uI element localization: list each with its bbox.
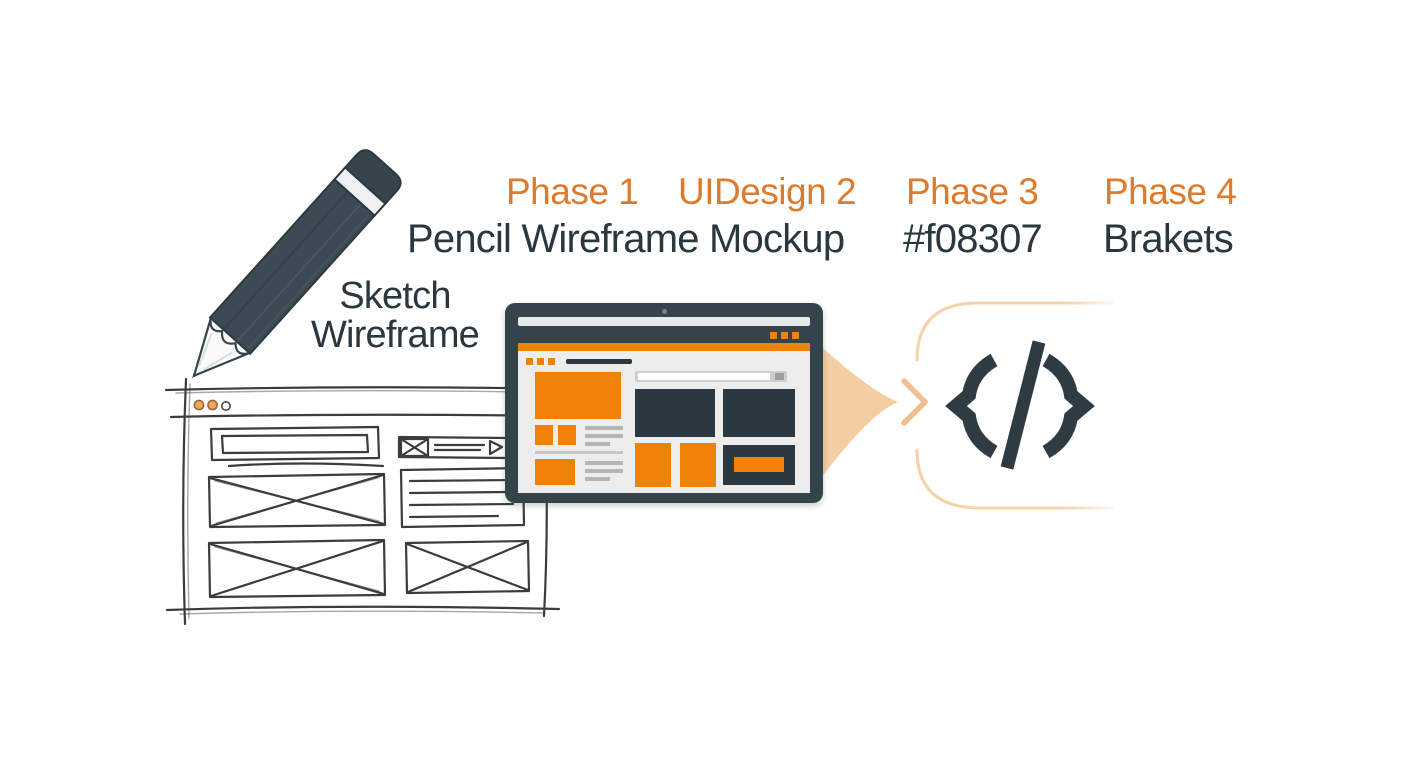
flow-arrow-icon — [812, 338, 928, 490]
mockup-text-line — [585, 469, 623, 473]
sketch-wireframe-label: Sketch Wireframe — [298, 277, 492, 355]
code-brackets-icon — [945, 340, 1095, 470]
mockup-window-dot — [792, 332, 799, 339]
sketch-label-line1: Sketch — [339, 275, 451, 317]
mockup-text-line — [585, 477, 610, 481]
mockup-text-line — [585, 461, 623, 465]
phase-3-heading: Phase 3 — [906, 171, 1039, 212]
mockup-nav-dot — [537, 358, 544, 365]
mockup-content — [518, 351, 810, 493]
mockup-address-bar — [518, 317, 810, 326]
mockup-nav-dot — [526, 358, 533, 365]
camera-dot-icon — [662, 309, 667, 314]
mockup-search-field — [638, 373, 770, 380]
mockup-card — [635, 443, 671, 487]
pencil-icon — [192, 149, 402, 378]
mockup-search-bar — [635, 371, 787, 382]
mockup-footer-block — [723, 445, 795, 485]
phase-1-heading: Phase 1 — [506, 171, 639, 212]
mockup-thumb — [558, 425, 576, 445]
mockup-search-button — [775, 373, 784, 380]
phase-2-heading: UIDesign 2 — [678, 171, 857, 212]
sketch-wireframe-illustration — [164, 377, 567, 626]
mockup-text-line — [585, 426, 623, 430]
mockup-card — [680, 443, 716, 487]
browser-mockup-illustration — [505, 303, 823, 503]
mockup-header-bar — [518, 343, 810, 351]
subtitle-brakets: Brakets — [1103, 217, 1234, 261]
mockup-hero-block — [535, 372, 621, 419]
mockup-image-block — [535, 459, 575, 485]
mockup-media-block — [635, 389, 715, 437]
mockup-text-line — [585, 442, 610, 446]
subtitle-pencil-wireframe-mockup: Pencil Wireframe Mockup — [407, 217, 845, 261]
subtitle-hex-color: #f08307 — [903, 217, 1043, 261]
mockup-text-line — [585, 434, 623, 438]
mockup-media-block — [723, 389, 795, 437]
mockup-thumb — [535, 425, 553, 445]
code-panel-outline — [915, 301, 1114, 510]
phase-4-heading: Phase 4 — [1104, 171, 1237, 212]
mockup-cta-button — [734, 457, 784, 472]
mockup-window-dot — [770, 332, 777, 339]
mockup-divider — [535, 451, 623, 454]
mockup-nav-dot — [548, 358, 555, 365]
mockup-logo-bar — [566, 359, 632, 364]
sketch-label-line2: Wireframe — [310, 314, 480, 356]
mockup-window-dot — [781, 332, 788, 339]
